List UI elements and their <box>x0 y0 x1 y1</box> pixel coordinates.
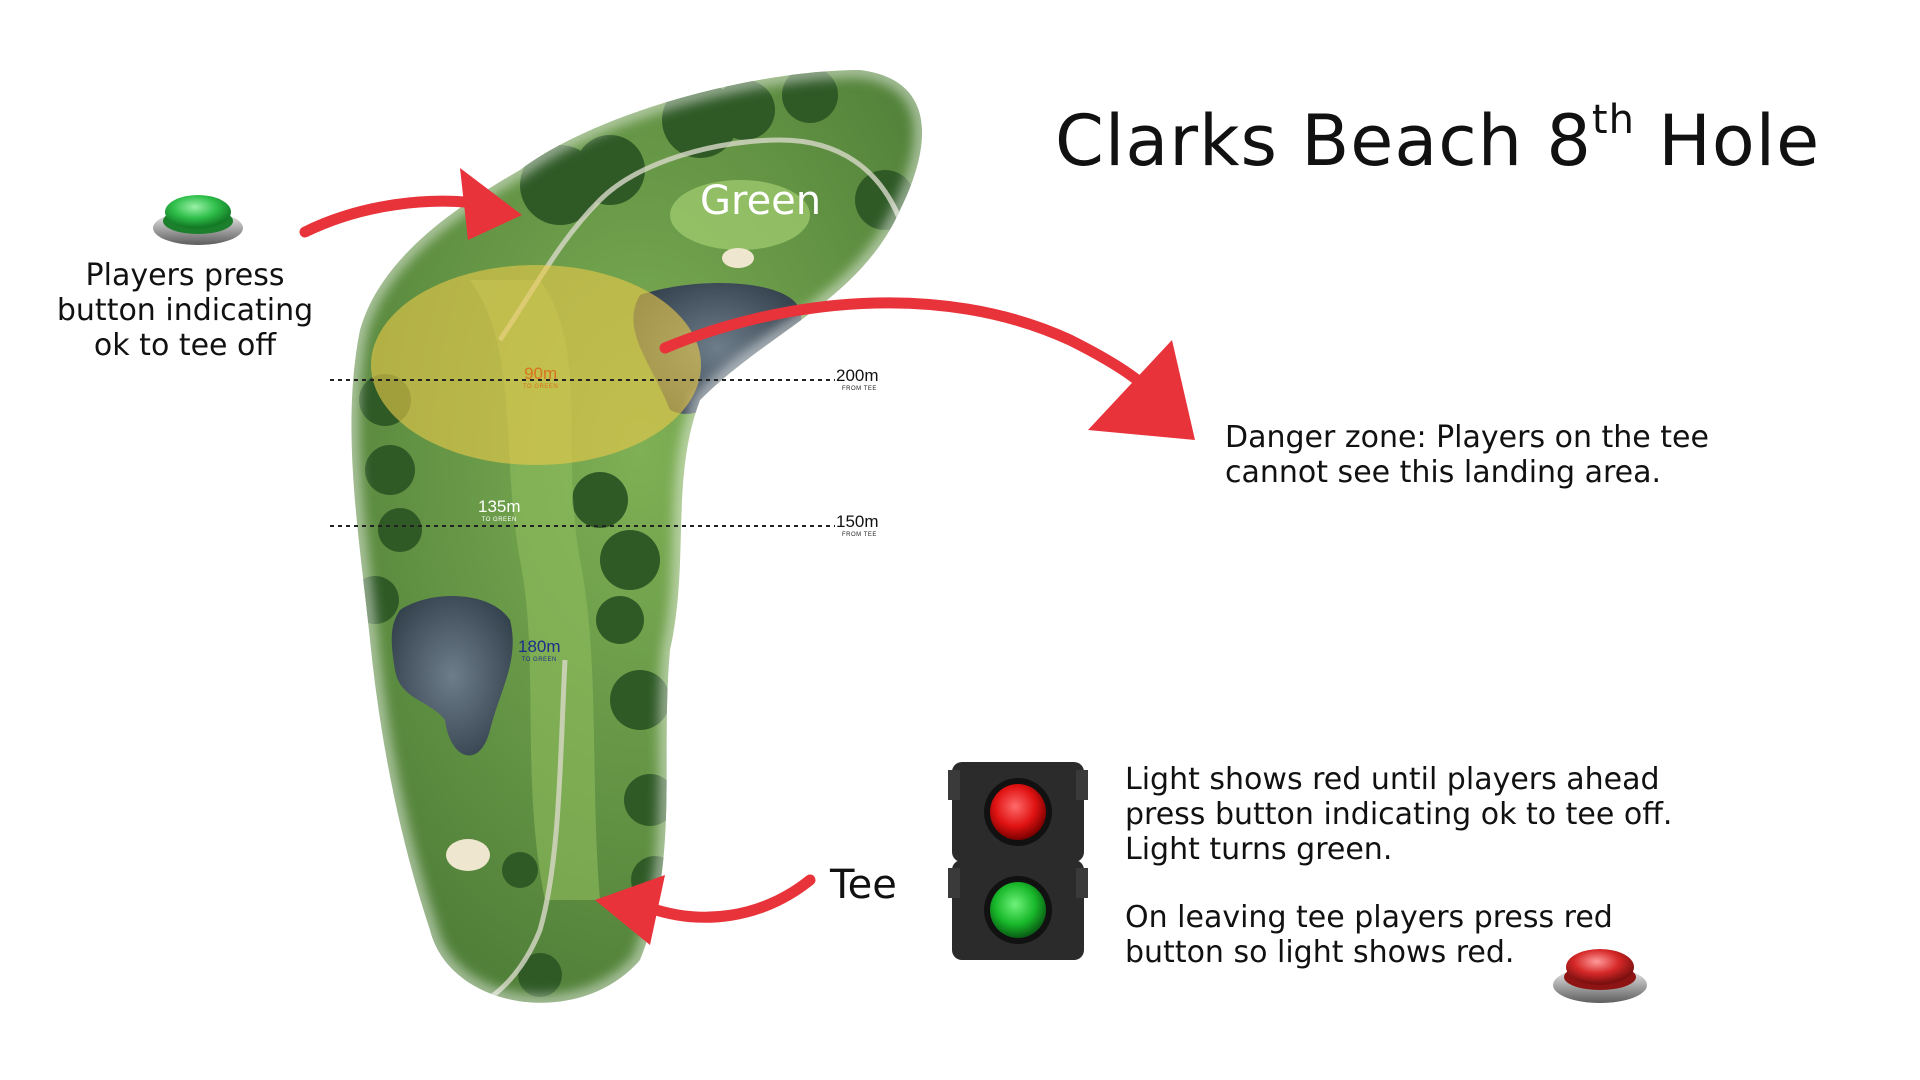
green-label: Green <box>700 178 822 224</box>
distance-sub: FROM TEE <box>842 532 877 538</box>
arrow-to-tee <box>644 874 816 923</box>
caption-line: Light shows red until players ahead <box>1125 762 1660 797</box>
caption-line <box>1125 867 1725 900</box>
distance-value: 135m <box>478 497 521 516</box>
distance-label-90: 90m TO GREEN <box>523 364 558 390</box>
arrow-to-danger-head <box>1088 340 1195 440</box>
distance-label-150: 150m FROM TEE <box>836 512 879 538</box>
distance-value: 90m <box>524 364 558 383</box>
green-push-button-icon <box>153 195 243 245</box>
distance-sub: FROM TEE <box>842 386 877 392</box>
danger-zone-caption: Danger zone: Players on the tee cannot s… <box>1225 420 1785 490</box>
caption-line: button so light shows red. <box>1125 935 1515 970</box>
green-lamp <box>990 882 1046 938</box>
caption-line: button indicating <box>56 293 314 328</box>
caption-line: press button indicating ok to tee off. <box>1125 797 1673 832</box>
tee-label: Tee <box>830 862 897 908</box>
title-main: Clarks Beach 8 <box>1055 100 1592 182</box>
distance-label-180: 180m TO GREEN <box>518 637 561 663</box>
red-push-button-icon <box>1553 949 1647 1003</box>
caption-line: Players press <box>85 258 285 293</box>
caption-line: Danger zone: Players on the tee <box>1225 420 1709 455</box>
distance-value: 200m <box>836 366 879 385</box>
arrow-to-tee-head <box>595 875 665 945</box>
traffic-light-caption: Light shows red until players ahead pres… <box>1125 762 1725 970</box>
distance-value: 150m <box>836 512 879 531</box>
caption-line: On leaving tee players press red <box>1125 900 1613 935</box>
start-button-caption: Players press button indicating ok to te… <box>40 258 330 363</box>
distance-sub: TO GREEN <box>521 657 557 663</box>
caption-line: cannot see this landing area. <box>1225 455 1662 490</box>
distance-label-135: 135m TO GREEN <box>478 497 521 523</box>
title-suffix: Hole <box>1634 100 1821 182</box>
distance-value: 180m <box>518 637 561 656</box>
red-lamp <box>990 784 1046 840</box>
distance-label-200: 200m FROM TEE <box>836 366 879 392</box>
distance-sub: TO GREEN <box>481 517 517 523</box>
page-title: Clarks Beach 8th Hole <box>1055 96 1821 182</box>
caption-line: Light turns green. <box>1125 832 1393 867</box>
title-superscript: th <box>1591 96 1635 143</box>
distance-sub: TO GREEN <box>523 384 559 390</box>
traffic-light-icon <box>948 762 1088 960</box>
arrow-to-green-head <box>460 168 522 240</box>
danger-zone <box>371 265 701 465</box>
caption-line: ok to tee off <box>93 328 277 363</box>
